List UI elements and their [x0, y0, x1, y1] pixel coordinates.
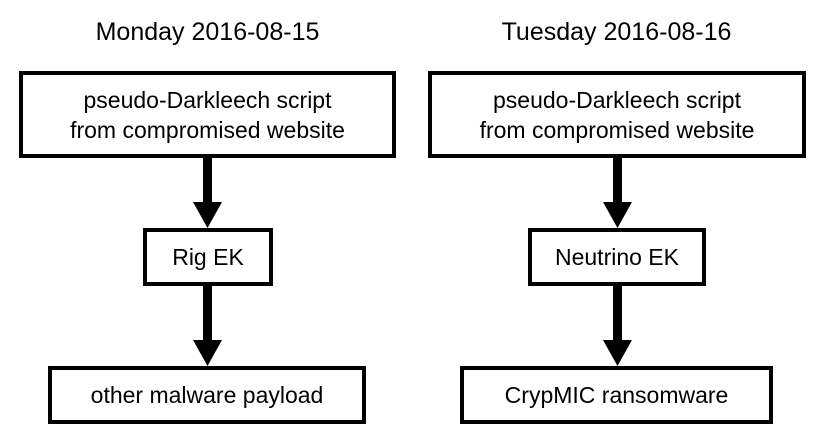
arrow-shaft [613, 286, 622, 342]
source-line-2: from compromised website [479, 116, 755, 143]
arrow-head [603, 202, 632, 228]
source-line-1: pseudo-Darkleech script [83, 86, 332, 113]
source-box-monday: pseudo-Darkleech script from compromised… [19, 71, 396, 158]
source-box-tuesday: pseudo-Darkleech script from compromised… [428, 71, 806, 158]
arrow-shaft [613, 158, 622, 204]
arrow-head [603, 340, 632, 366]
column-title-tuesday: Tuesday 2016-08-16 [501, 18, 732, 46]
exploit-kit-label: Neutrino EK [554, 244, 679, 270]
payload-box-monday: other malware payload [48, 366, 366, 424]
payload-label: other malware payload [90, 382, 324, 408]
exploit-kit-box-tuesday: Neutrino EK [528, 228, 706, 286]
source-line-2: from compromised website [70, 116, 345, 143]
exploit-kit-label: Rig EK [172, 244, 244, 270]
arrow-head [193, 340, 222, 366]
arrow-head [193, 202, 222, 228]
arrow-shaft [203, 286, 212, 342]
column-title-monday: Monday 2016-08-15 [95, 18, 320, 46]
source-line-1: pseudo-Darkleech script [492, 86, 741, 113]
exploit-kit-box-monday: Rig EK [143, 228, 273, 286]
payload-box-tuesday: CrypMIC ransomware [460, 366, 773, 424]
arrow-shaft [203, 158, 212, 204]
payload-label: CrypMIC ransomware [504, 382, 729, 408]
